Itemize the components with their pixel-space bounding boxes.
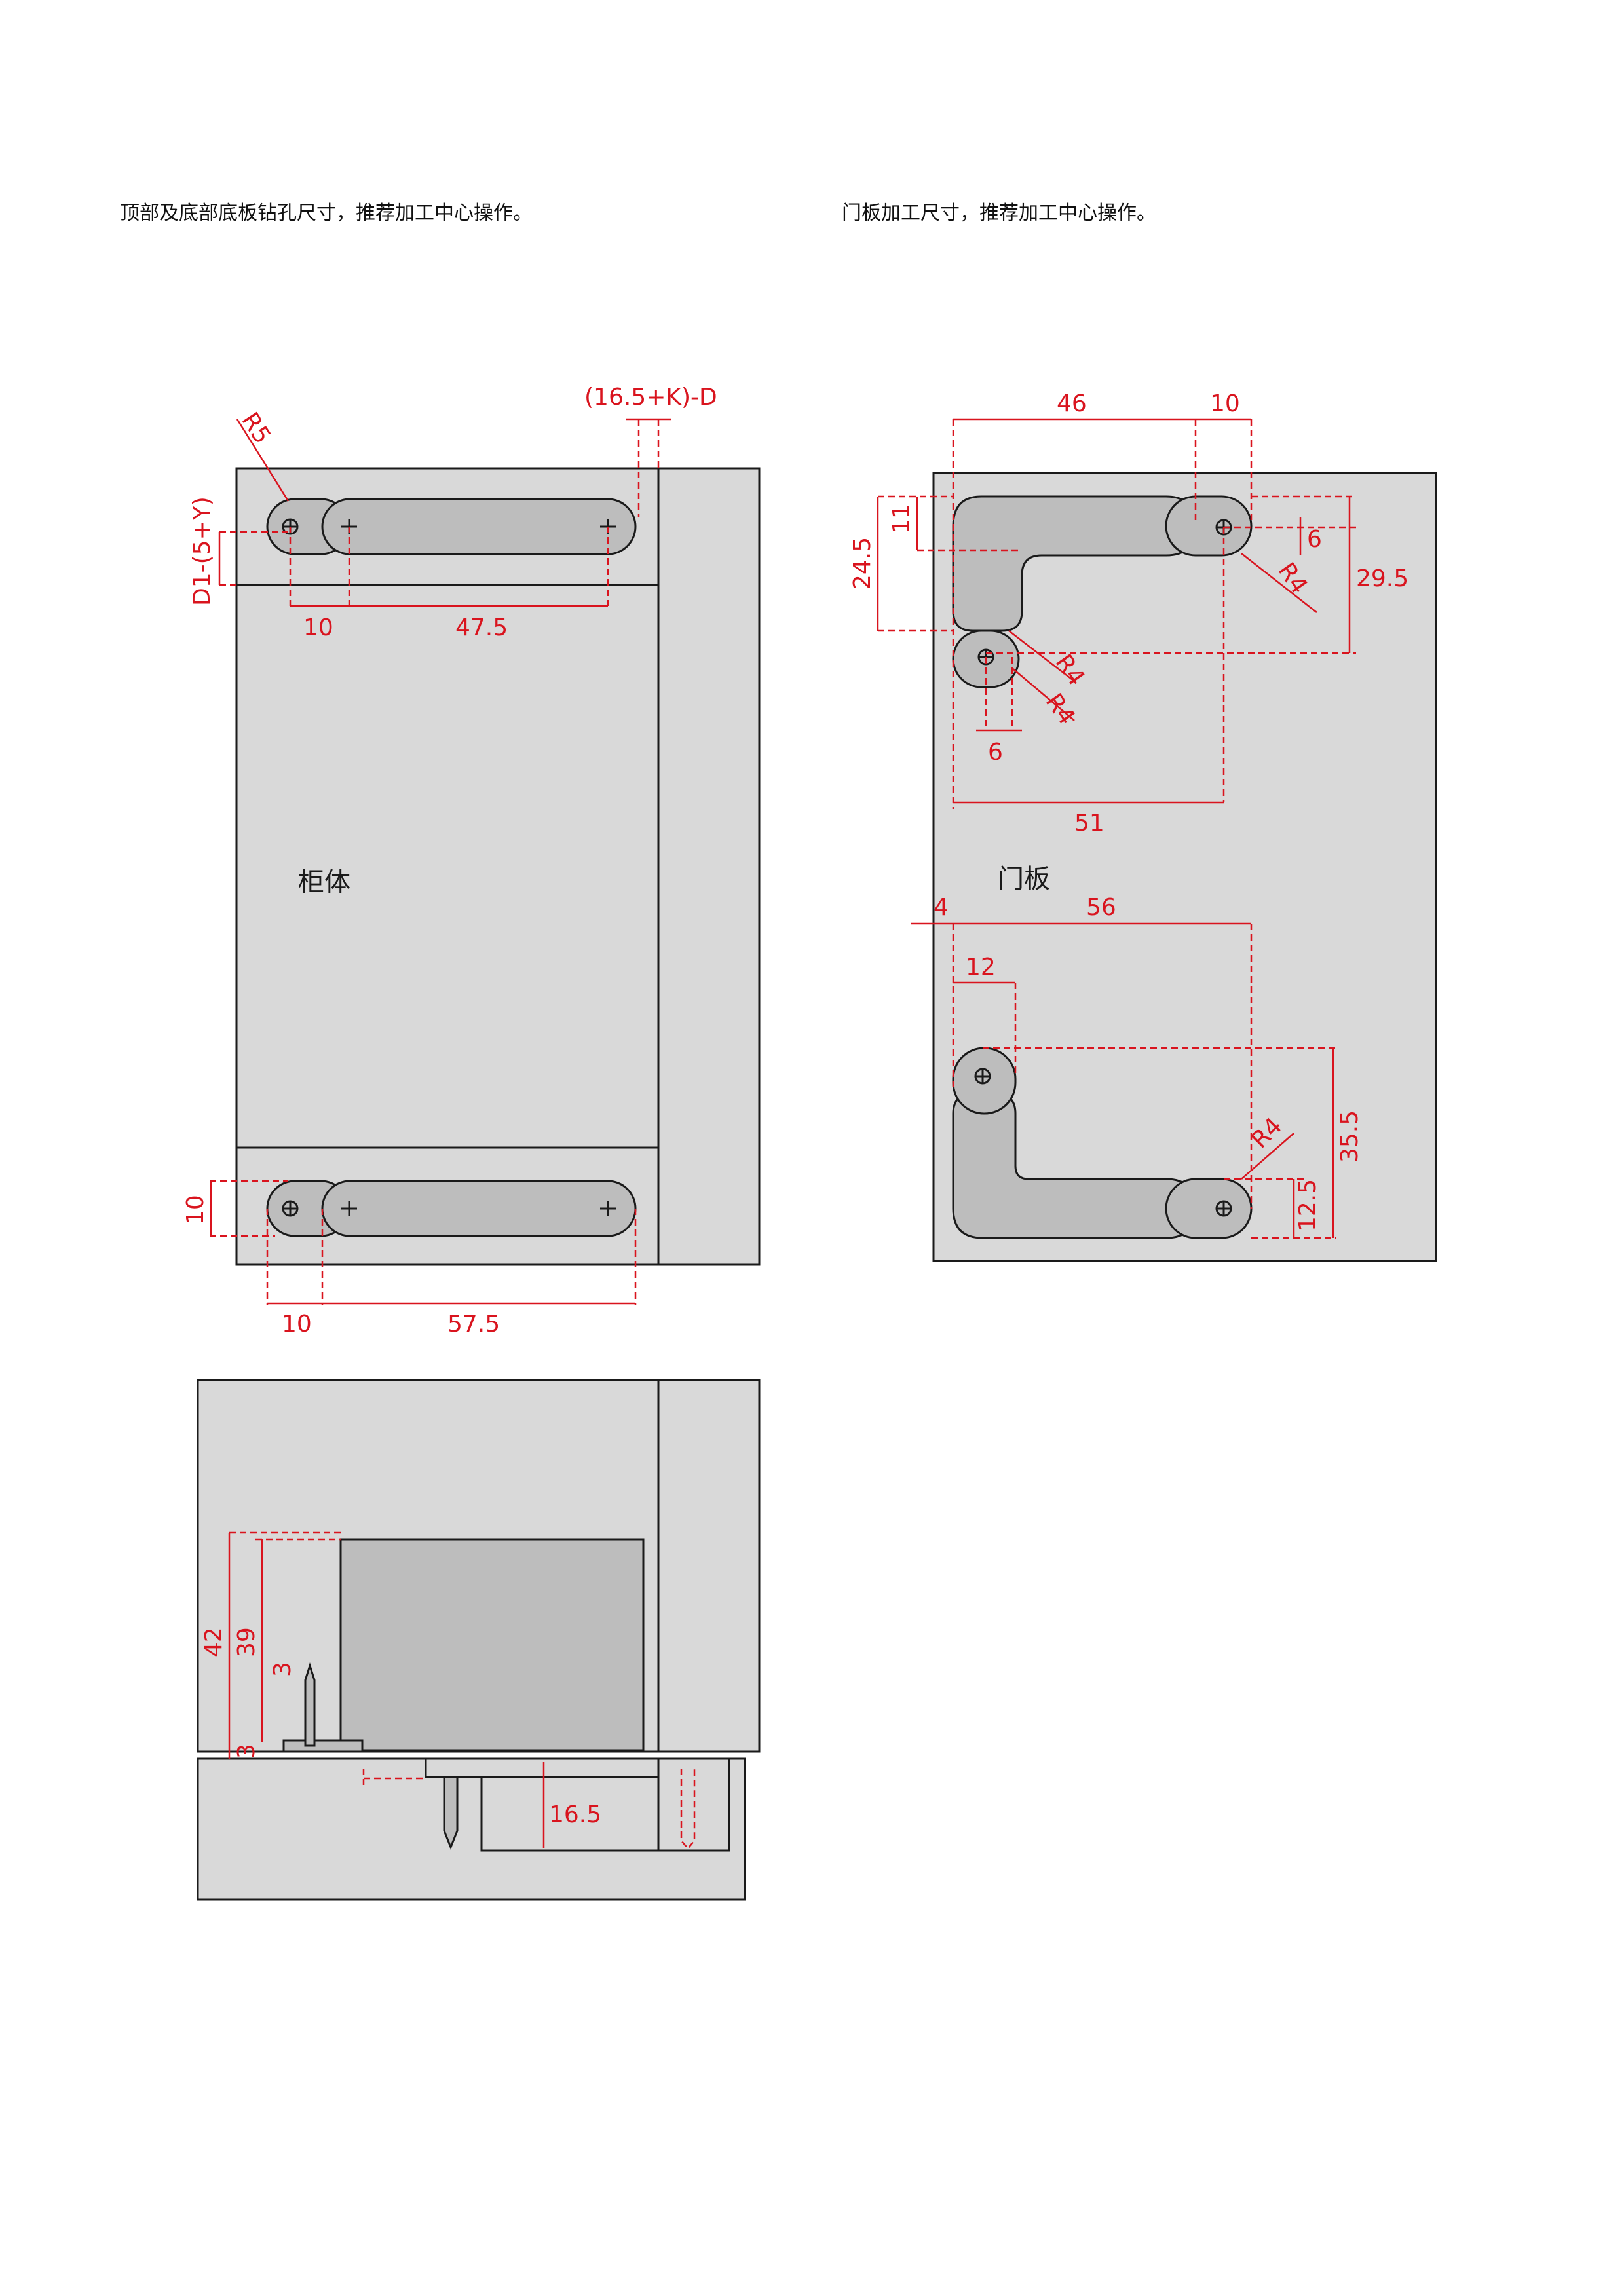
door-4-label: 4 bbox=[934, 894, 949, 921]
bottom-gap-label: 10 bbox=[282, 1311, 312, 1338]
door-6-right-label: 6 bbox=[1307, 526, 1322, 553]
lower-top-hole-icon bbox=[974, 1068, 991, 1085]
lower-top-hole-cross-icon bbox=[976, 1070, 989, 1083]
door-11-label: 11 bbox=[888, 504, 915, 534]
door-46-label: 46 bbox=[1057, 390, 1087, 417]
door-35-5-label: 35.5 bbox=[1336, 1110, 1363, 1163]
top-gap-label: 10 bbox=[303, 614, 333, 641]
door-r4-right-leader bbox=[1241, 553, 1317, 613]
bottom-cross-right-icon bbox=[600, 1201, 616, 1216]
door-10-label: 10 bbox=[1210, 390, 1240, 417]
lower-body bbox=[197, 1757, 746, 1901]
door-12-label: 12 bbox=[966, 954, 996, 981]
dim3-upper-label: 3 bbox=[269, 1662, 296, 1677]
cabinet-panel bbox=[235, 467, 761, 1266]
upper-bottom-hole-icon bbox=[977, 648, 994, 666]
door-label: 门板 bbox=[998, 864, 1050, 894]
dim16-5-label: 16.5 bbox=[549, 1801, 601, 1828]
right-caption: 门板加工尺寸，推荐加工中心操作。 bbox=[842, 202, 1156, 225]
bottom-height-label: 10 bbox=[182, 1195, 209, 1225]
r5-label: R5 bbox=[236, 408, 275, 449]
door-56-label: 56 bbox=[1086, 894, 1116, 921]
lower-screw-icon bbox=[443, 1776, 459, 1850]
offset-formula-label: (16.5+K)-D bbox=[584, 384, 717, 411]
dim39-label: 39 bbox=[233, 1627, 260, 1657]
dim42-label: 42 bbox=[200, 1627, 227, 1657]
lower-top-round-slot bbox=[952, 1047, 1017, 1115]
door-plan-view: 门板 46 10 11 24.5 6 29.5 R4 R4 R4 6 bbox=[849, 390, 1437, 1262]
door-6-bottom-label: 6 bbox=[988, 739, 1003, 766]
bottom-hole-cross-icon bbox=[282, 1201, 298, 1216]
door-12-5-label: 12.5 bbox=[1294, 1179, 1321, 1231]
door-51-label: 51 bbox=[1074, 810, 1105, 836]
hinge-block bbox=[339, 1538, 645, 1752]
lower-right-hole-icon bbox=[1215, 1200, 1232, 1217]
lower-right-round-slot bbox=[1165, 1178, 1253, 1239]
cabinet-label: 柜体 bbox=[298, 867, 350, 897]
bottom-cross-left-icon bbox=[341, 1201, 357, 1216]
door-r4-a-leader bbox=[1008, 630, 1075, 682]
r5-leader bbox=[236, 419, 290, 502]
upper-right-hole-icon bbox=[1215, 519, 1232, 536]
door-24-5-label: 24.5 bbox=[849, 537, 876, 590]
upper-right-round-slot bbox=[1165, 495, 1253, 557]
door-29-5-label: 29.5 bbox=[1356, 565, 1408, 592]
left-caption: 顶部及底部底板钻孔尺寸，推荐加工中心操作。 bbox=[120, 202, 533, 225]
cabinet-plan-view: 柜体 R5 (16.5+K)-D D1-(5+Y) 10 47.5 10 10 … bbox=[182, 384, 761, 1338]
door-r4-b-leader bbox=[1011, 667, 1075, 721]
mounting-base bbox=[282, 1739, 364, 1753]
top-long-slot bbox=[321, 498, 637, 555]
bottom-length-label: 57.5 bbox=[447, 1311, 500, 1338]
bottom-long-slot bbox=[321, 1180, 637, 1237]
side-hole-dashed bbox=[680, 1769, 696, 1850]
upper-screw-icon bbox=[304, 1662, 316, 1747]
door-r4-lower-leader bbox=[1241, 1133, 1294, 1180]
side-section-view: 42 39 3 3 16.5 bbox=[197, 1379, 761, 1901]
dim3-lower-label: 3 bbox=[233, 1744, 260, 1759]
lower-right-hole-cross-icon bbox=[1217, 1202, 1230, 1215]
top-length-label: 47.5 bbox=[455, 614, 508, 641]
d1-formula-label: D1-(5+Y) bbox=[189, 497, 216, 606]
lower-side-recess bbox=[657, 1757, 730, 1852]
